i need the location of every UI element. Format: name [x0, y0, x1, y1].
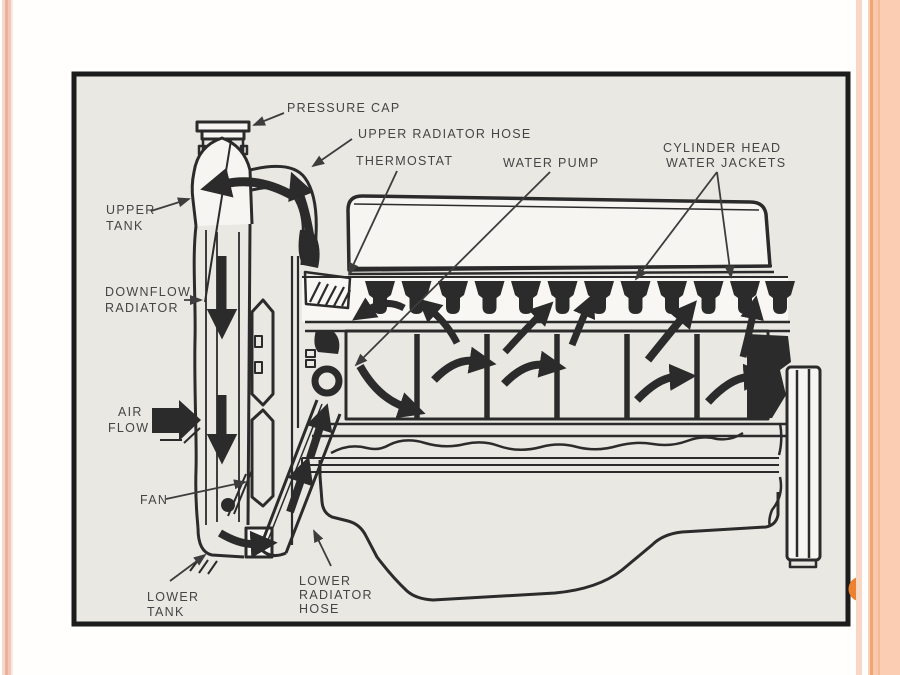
upper-hose-arrow — [288, 171, 317, 256]
lower-tank-drawing — [196, 527, 245, 559]
cylinder6-arrow — [705, 363, 771, 405]
head-up-arrow-5 — [739, 295, 764, 358]
block-bottom-rails — [312, 422, 790, 438]
jackets-leader-2 — [716, 171, 735, 279]
head-up-arrow-2 — [502, 301, 554, 355]
thermostat-leader — [348, 170, 398, 276]
thermostat-hatching — [309, 281, 351, 307]
air-flow-arrow — [152, 400, 201, 444]
pressure-cap-label: PRESSURE CAP — [287, 101, 401, 115]
pressure-cap-leader — [252, 112, 285, 126]
upper-tank-label-line2: TANK — [106, 219, 144, 233]
upper-hose-leader — [311, 138, 353, 168]
flow-arrows — [200, 167, 771, 558]
radiator-core-walls — [192, 223, 252, 529]
head-up-arrow-1 — [417, 298, 461, 345]
valve-cover-bottom-lines — [348, 264, 775, 276]
overflow-tube — [204, 139, 232, 303]
lower-hose-arrow-1 — [286, 456, 314, 514]
lower-hose-label-line1: LOWER — [299, 574, 351, 588]
tank-outflow-arrow — [217, 529, 278, 558]
leader-lines — [150, 112, 735, 582]
air-flow-label-line1: AIR — [118, 405, 143, 419]
lower-hose-leader — [313, 529, 332, 567]
block-right-edge — [768, 422, 783, 528]
downflow-radiator-label-line2: RADIATOR — [105, 301, 179, 315]
valve-cover-inner-line — [353, 203, 760, 211]
cylinder1-arrow — [356, 363, 426, 419]
valve-cover — [346, 194, 772, 272]
cylinder3-arrow — [501, 350, 567, 387]
upper-tank-leader — [150, 197, 191, 212]
gasket-wavy-line — [330, 431, 744, 455]
thermostat-label: THERMOSTAT — [356, 154, 453, 168]
pump-mount — [314, 330, 340, 354]
pulley — [785, 365, 822, 562]
radiator-core-tubes — [205, 230, 240, 525]
water-pump-label: WATER PUMP — [503, 156, 599, 170]
fan-blade-tabs — [254, 335, 263, 374]
lower-hose-label-line2: RADIATOR — [299, 588, 373, 602]
pump-brackets — [305, 349, 316, 368]
cylinder-head-label-line1: CYLINDER HEAD — [663, 141, 781, 155]
air-flow-label-line2: FLOW — [108, 421, 149, 435]
cylinder2-arrow — [431, 346, 497, 383]
head-up-arrow-3 — [568, 293, 596, 347]
fan-blade-upper — [250, 298, 275, 407]
tank-inflow-arrow — [200, 167, 296, 200]
downflow-radiator-label-line1: DOWNFLOW — [105, 285, 191, 299]
cylinder5-arrow — [634, 363, 697, 403]
head-up-arrow-4 — [644, 300, 697, 363]
pulley-grooves — [788, 369, 818, 569]
slide-right-border-stripes — [856, 0, 900, 675]
jackets-leader-1 — [634, 171, 718, 281]
thermostat-housing — [303, 270, 352, 310]
slide-left-border-stripes — [0, 0, 14, 675]
fan-blade-lower — [250, 408, 275, 508]
pressure-cap-drawing — [195, 120, 251, 141]
engine-drawing — [290, 194, 822, 602]
figure-labels: PRESSURE CAP UPPER RADIATOR HOSE THERMOS… — [105, 101, 786, 619]
fan-label: FAN — [140, 493, 168, 507]
lower-tank-leader — [169, 553, 207, 582]
oil-pan — [318, 460, 780, 602]
water-pump-leader — [354, 171, 551, 367]
cylinder-head-label-line2: WATER JACKETS — [666, 156, 786, 170]
to-thermostat-arrow — [352, 297, 406, 321]
crank-rails — [301, 457, 779, 473]
lower-hose-arrow-2 — [306, 403, 333, 460]
fan-leader — [165, 479, 247, 500]
lower-hose-label-line3: HOSE — [299, 602, 340, 616]
water-pump-drawing — [311, 365, 343, 397]
lower-tank-label-line1: LOWER — [147, 590, 199, 604]
upper-tank-label-line1: UPPER — [106, 203, 156, 217]
upper-radiator-hose-label: UPPER RADIATOR HOSE — [358, 127, 532, 141]
lower-tank-label-line2: TANK — [147, 605, 185, 619]
